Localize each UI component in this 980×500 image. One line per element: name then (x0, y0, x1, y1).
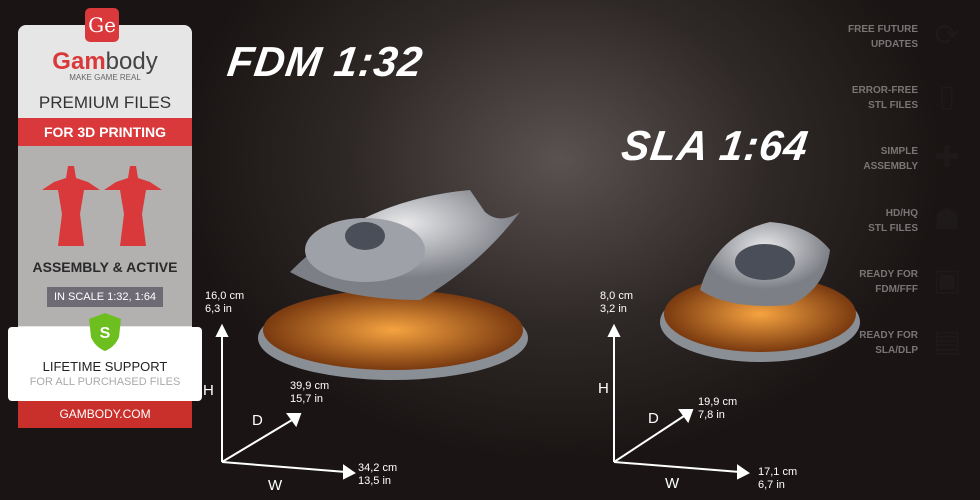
feature-free-updates: FREE FUTURE UPDATES (848, 22, 918, 52)
fdm-depth-cm: 39,9 cm (290, 380, 330, 392)
feature-line: READY FOR (859, 330, 918, 341)
feature-line: FDM/FFF (875, 284, 918, 295)
sla-axis-d: D (648, 410, 659, 427)
sla-width-in: 6,7 in (758, 479, 785, 491)
sla-height-in: 3,2 in (600, 303, 627, 315)
scale-badge: IN SCALE 1:32, 1:64 (47, 287, 163, 307)
brand-name: Gambody (18, 48, 192, 76)
brand-part-b: body (105, 48, 158, 75)
feature-fdm: READY FOR FDM/FFF (859, 267, 918, 297)
fdm-width-in: 13,5 in (358, 475, 392, 487)
puzzle-icon: ✚ (934, 141, 960, 174)
feature-line: STL FILES (868, 223, 918, 234)
sla-depth-in: 7,8 in (698, 409, 725, 421)
feature-line: ERROR-FREE (851, 85, 918, 96)
gambody-logo: Ge (85, 8, 119, 42)
fdm-width-cm: 34,2 cm (358, 462, 398, 474)
support-title: LIFETIME SUPPORT (42, 359, 168, 374)
shield-icon: S (89, 313, 121, 351)
fdm-printer-icon: ▣ (932, 264, 962, 297)
for-3d-printing-band: FOR 3D PRINTING (18, 118, 192, 146)
assembly-active-label: ASSEMBLY & ACTIVE (32, 259, 178, 275)
feature-line: READY FOR (859, 269, 918, 280)
sla-axis-w: W (665, 475, 680, 492)
tagline: MAKE GAME REAL (69, 73, 141, 82)
brand-part-a: Gam (52, 48, 106, 75)
feature-line: STL FILES (868, 100, 918, 111)
sla-width-cm: 17,1 cm (758, 466, 798, 478)
sla-dimension-axes (607, 323, 750, 480)
fdm-dimension-axes (215, 323, 356, 480)
feature-hd-hq: HD/HQ STL FILES (868, 206, 918, 236)
feature-sla: READY FOR SLA/DLP (859, 328, 918, 358)
figures-illustration (42, 166, 162, 246)
feature-error-free: ERROR-FREE STL FILES (852, 83, 918, 113)
feature-line: FREE FUTURE (848, 24, 918, 35)
feature-line: ASSEMBLY (863, 161, 918, 172)
sla-height-cm: 8,0 cm (600, 290, 634, 302)
feature-line: SIMPLE (880, 146, 918, 157)
fdm-depth-in: 15,7 in (290, 393, 324, 405)
fdm-height-in: 6,3 in (205, 303, 232, 315)
sla-model (660, 222, 860, 362)
feature-line: HD/HQ (885, 208, 918, 219)
fdm-model (258, 190, 528, 380)
file-check-icon: ▯ (938, 80, 956, 113)
sla-printer-icon: ▤ (932, 325, 962, 358)
gambody-site-link[interactable]: GAMBODY.COM (18, 401, 192, 428)
fdm-axis-d: D (252, 412, 263, 429)
support-subtitle: FOR ALL PURCHASED FILES (29, 376, 181, 388)
fdm-axis-w: W (268, 477, 283, 494)
fdm-height-cm: 16,0 cm (205, 290, 245, 302)
refresh-icon: ⟳ (934, 19, 960, 52)
feature-simple-assembly: SIMPLE ASSEMBLY (863, 144, 918, 174)
sla-axis-h: H (598, 380, 609, 397)
feature-line: UPDATES (870, 39, 918, 50)
sla-depth-cm: 19,9 cm (698, 396, 738, 408)
shield-letter: S (100, 325, 111, 342)
feature-line: SLA/DLP (875, 345, 918, 356)
fdm-axis-h: H (203, 382, 214, 399)
bust-icon: ☗ (933, 203, 961, 236)
premium-files-label: PREMIUM FILES (38, 93, 172, 112)
